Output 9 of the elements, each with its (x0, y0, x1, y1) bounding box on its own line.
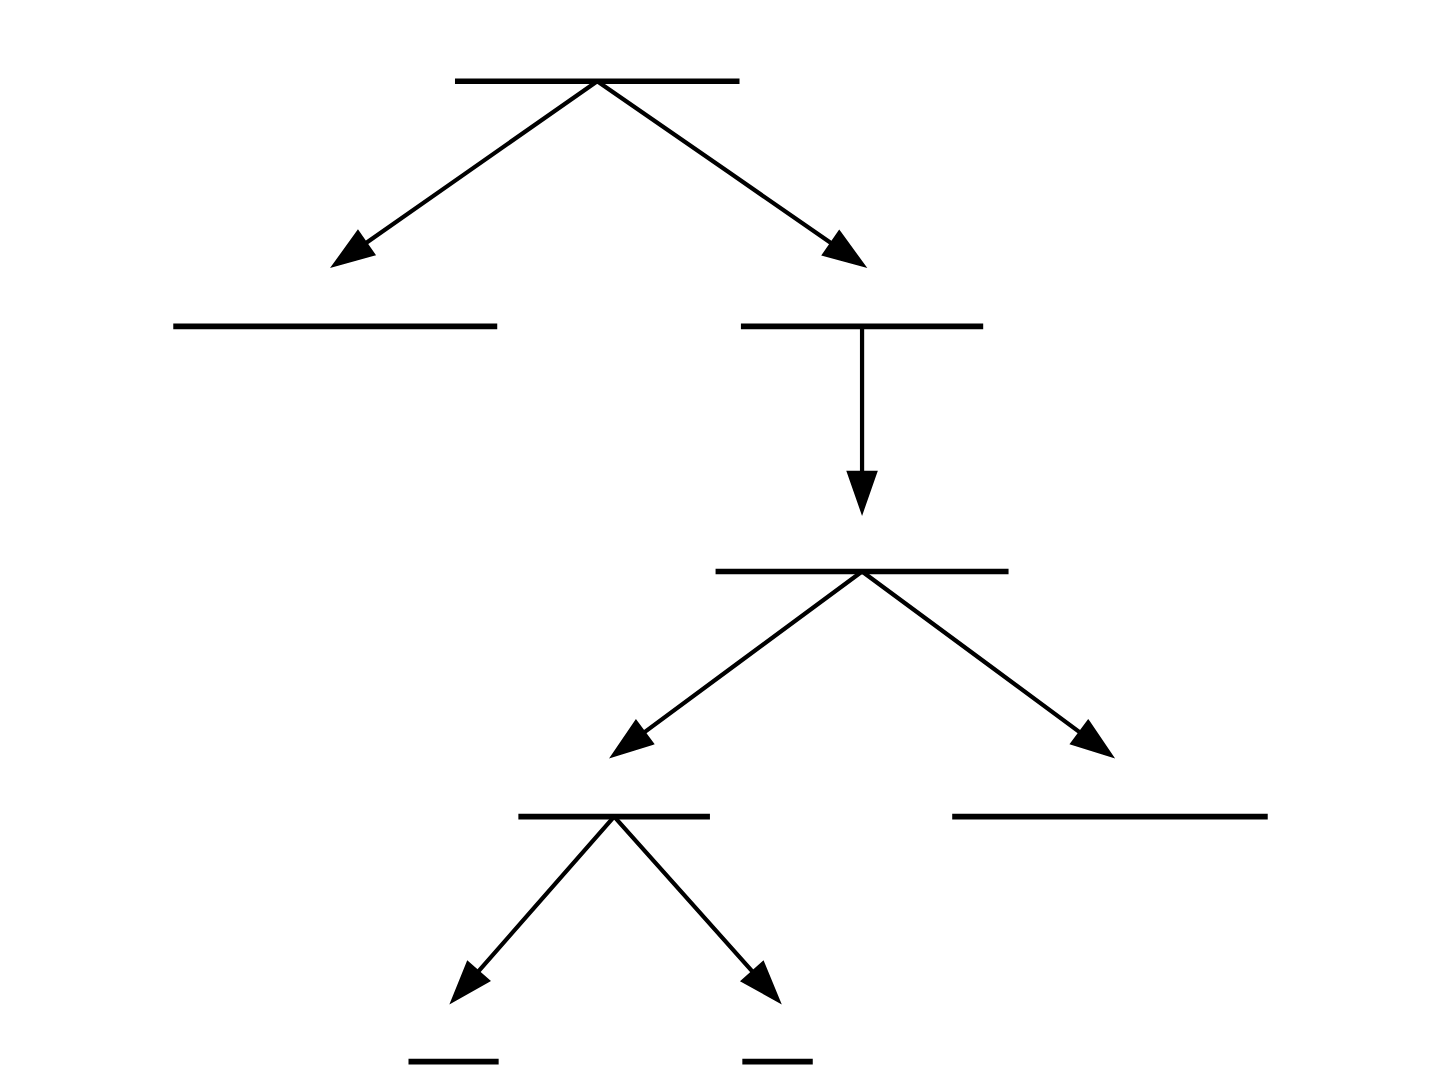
node-bar (408, 1058, 499, 1065)
node-bar (952, 813, 1268, 820)
arrow (846, 326, 878, 516)
node-bar (518, 813, 710, 820)
node-bar (740, 323, 984, 330)
node-bar (173, 323, 498, 330)
node-bar (455, 78, 740, 85)
node-bar (742, 1058, 813, 1065)
node-bar (715, 568, 1009, 575)
